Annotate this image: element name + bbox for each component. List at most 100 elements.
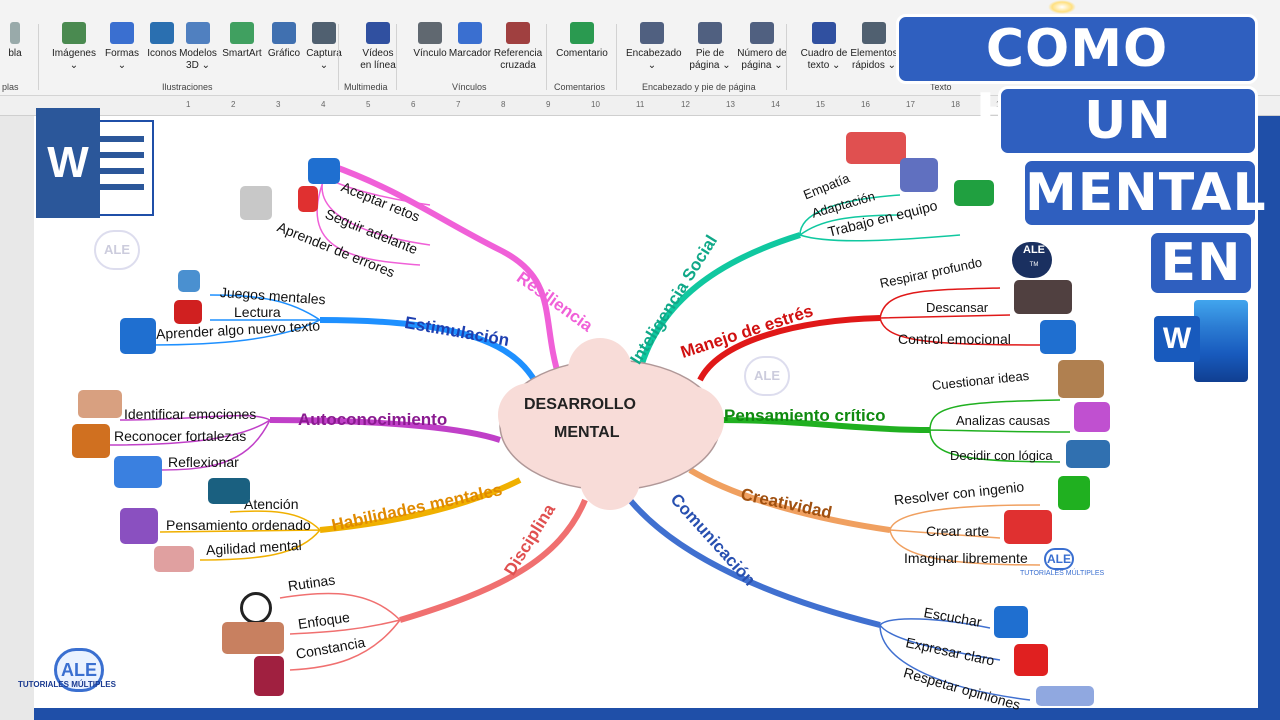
ribbon-button[interactable]: Gráfico [258, 22, 310, 60]
branch-label-critico: Pensamiento crítico [724, 406, 886, 425]
thinking-statue-icon [240, 186, 272, 220]
group-comentarios: Comentarios [554, 82, 606, 92]
ribbon-button-sublabel: ⌄ [117, 60, 127, 71]
ribbon-button[interactable]: Imágenes⌄ [48, 22, 100, 72]
adaptation-icon [900, 158, 938, 192]
ribbon-button-label: Marcador [448, 48, 492, 59]
ale-tagline-inline: TUTORIALES MÚLTIPLES [1020, 570, 1105, 577]
ribbon-button-sublabel: en línea [360, 60, 396, 71]
ribbon-button-sublabel: 3D ⌄ [186, 60, 210, 71]
branch-line-resiliencia [328, 162, 563, 381]
branch-line-creatividad [688, 467, 891, 533]
word-w-letter: W [36, 108, 100, 218]
branch-line-estres [697, 315, 881, 382]
ruler-tick-label: 10 [591, 100, 600, 109]
ruler-tick-label: 12 [681, 100, 690, 109]
ribbon-button-label: Referencia [493, 48, 543, 59]
group-encabezado: Encabezado y pie de página [642, 82, 756, 92]
ribbon-cut-button[interactable]: bla [2, 22, 28, 60]
ribbon-button-sublabel: ⌄ [647, 60, 657, 71]
ribbon-button-icon [230, 22, 254, 44]
ribbon-button[interactable]: Marcador [444, 22, 496, 60]
ruler-tick-label: 7 [456, 100, 461, 109]
ribbon-button-label: SmartArt [222, 48, 262, 59]
word-logo-large: W [36, 108, 154, 218]
ribbon-button-icon [640, 22, 664, 44]
ribbon-button-icon [570, 22, 594, 44]
center-label-line1: DESARROLLO [524, 396, 636, 413]
group-ilustraciones: Ilustraciones [162, 82, 213, 92]
horizontal-ruler[interactable]: 123456789101112131415161718192021 [0, 96, 1280, 116]
ribbon-button-icon [62, 22, 86, 44]
ribbon-button-label: Pie de [695, 48, 725, 59]
ribbon-button-icon [312, 22, 336, 44]
ribbon-button-sublabel: página ⌄ [741, 60, 783, 71]
title-line-3: MENTAL [1022, 158, 1266, 228]
ruler-tick-label: 9 [546, 100, 551, 109]
ribbon-button-icon [506, 22, 530, 44]
ruler-tick-label: 15 [816, 100, 825, 109]
ribbon-button-icon [698, 22, 722, 44]
ale-watermark-center: ALE [744, 356, 790, 396]
center-label-line2: MENTAL [554, 424, 620, 441]
item-identificar-emociones: Identificar emociones [124, 406, 257, 422]
item-decidir-logica: Decidir con lógica [950, 448, 1053, 463]
teamwork-icon [954, 180, 994, 206]
group-vinculos: Vínculos [452, 82, 487, 92]
ribbon-button-label: Modelos [179, 48, 217, 59]
ribbon-button-icon [862, 22, 886, 44]
ribbon-button[interactable]: Captura⌄ [298, 22, 350, 72]
puzzle-icon [1074, 402, 1110, 432]
ribbon-button[interactable]: SmartArt [216, 22, 268, 60]
gears-icon [222, 622, 284, 654]
central-cloud[interactable] [498, 338, 724, 510]
question-cubes-icon [1058, 360, 1104, 398]
ale-logo-inline: ALE [1044, 548, 1074, 570]
ribbon-button[interactable]: Formas⌄ [96, 22, 148, 72]
ribbon-button-label: Vídeos [362, 48, 394, 59]
sub-lines-habilidades [159, 510, 321, 561]
ruler-tick-label: 1 [186, 100, 191, 109]
ribbon-button-label: Número de [737, 48, 787, 59]
ribbon-button[interactable]: Comentario [556, 22, 608, 60]
ribbon-button[interactable]: Encabezado⌄ [626, 22, 682, 72]
ale-small-logo-tm: TM [1029, 262, 1039, 268]
ribbon-separator [786, 24, 787, 90]
ribbon-button-sublabel: cruzada [500, 60, 536, 71]
group-multimedia: Multimedia [344, 82, 388, 92]
ribbon-button-icon [812, 22, 836, 44]
sub-lines-autoconocimiento [109, 414, 271, 471]
left-margin-strip [0, 116, 34, 720]
ribbon-button-label: Formas [105, 48, 139, 59]
word-logo-stripes [1194, 300, 1248, 382]
ruler-tick-label: 17 [906, 100, 915, 109]
ale-watermark: ALE [94, 230, 140, 270]
ribbon-button-label: Encabezado [626, 48, 682, 59]
strength-hands-icon [72, 424, 110, 458]
ribbon-button-sublabel: ⌄ [319, 60, 329, 71]
ribbon-button[interactable]: Iconos [136, 22, 188, 60]
focus-person-icon [208, 478, 250, 504]
ruler-tick-label: 4 [321, 100, 326, 109]
ribbon-button[interactable]: Vínculo [404, 22, 456, 60]
ale-small-logo-text: ALE [1023, 244, 1045, 256]
walking-person-icon [298, 186, 318, 212]
ribbon-button-label: Captura [306, 48, 342, 59]
ribbon-button-icon [150, 22, 174, 44]
title-line-4: EN [1148, 230, 1254, 296]
branch-line-autoconocimiento [269, 417, 501, 443]
brain-agility-icon [154, 546, 194, 572]
ribbon-button-icon [750, 22, 774, 44]
ruler-tick-label: 2 [231, 100, 236, 109]
ribbon-button-label: Gráfico [267, 48, 301, 59]
sub-lines-disciplina [279, 592, 401, 671]
item-crear-arte: Crear arte [926, 523, 990, 539]
